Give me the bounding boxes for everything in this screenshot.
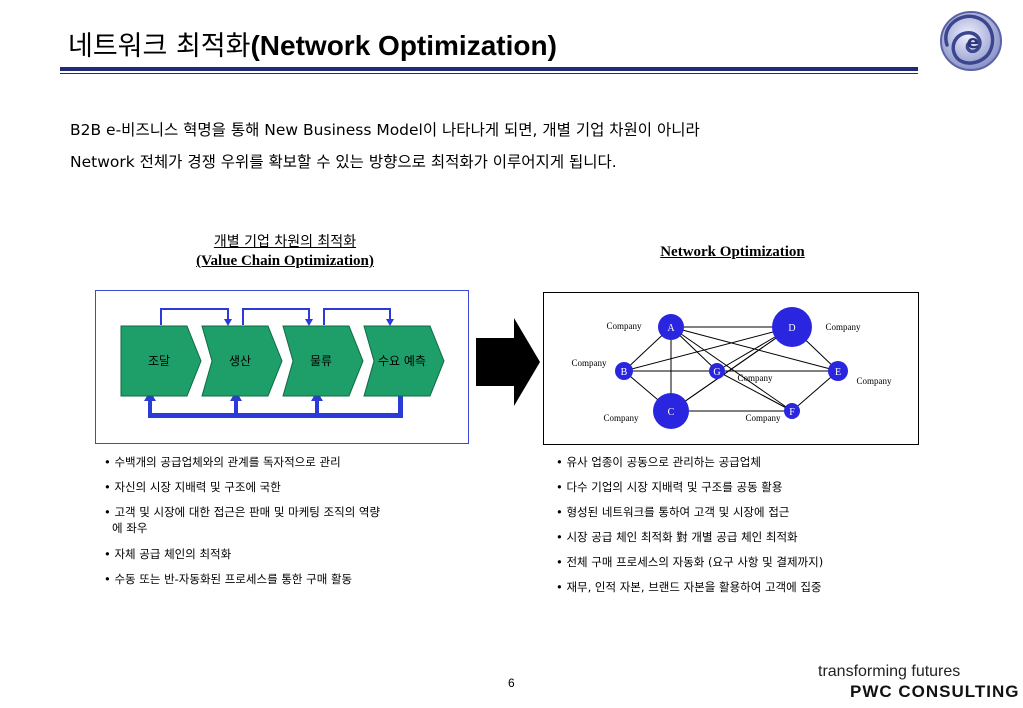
list-item: • 전체 구매 프로세스의 자동화 (요구 사항 및 결제까지) [556, 555, 824, 569]
network-node-g [709, 363, 725, 379]
list-item: • 수백개의 공급업체와의 관계를 독자적으로 관리 [104, 455, 341, 469]
network-node-f [784, 403, 800, 419]
network-node-letter: A [667, 323, 675, 334]
feedback-arrows-top [160, 308, 391, 325]
list-item: • 형성된 네트워크를 통하여 고객 및 시장에 접근 [556, 505, 790, 519]
page-title: 네트워크 최적화(Network Optimization) [68, 24, 557, 63]
network-caption: Network Optimization [660, 244, 805, 260]
list-item: • 재무, 인적 자본, 브랜드 자본을 활용하여 고객에 집중 [556, 580, 822, 594]
intro-line-2: Network 전체가 경쟁 우위를 확보할 수 있는 방향으로 최적화가 이루… [70, 153, 617, 171]
network-node-c [653, 393, 689, 429]
list-item: • 유사 업종이 공동으로 관리하는 공급업체 [556, 455, 761, 469]
network-node-letter: D [788, 323, 795, 334]
value-chain-bullets: • 수백개의 공급업체와의 관계를 독자적으로 관리 • 자신의 시장 지배력 … [104, 455, 484, 605]
value-chain-step-shape [363, 325, 445, 397]
title-korean: 네트워크 최적화 [68, 31, 251, 62]
list-item: • 다수 기업의 시장 지배력 및 구조를 공동 활용 [556, 480, 783, 494]
network-node-company-label: Company [738, 373, 773, 383]
network-edge [791, 370, 839, 412]
list-item: • 수동 또는 반-자동화된 프로세스를 통한 구매 활동 [104, 572, 353, 586]
list-item: • 고객 및 시장에 대한 접근은 판매 및 마케팅 조직의 역량 [104, 505, 381, 519]
network-node-e [828, 361, 848, 381]
value-chain-step-shape [282, 325, 364, 397]
network-node-company-label: Company [607, 321, 642, 331]
list-item: 에 좌우 [112, 521, 148, 535]
network-node-company-label: Company [857, 376, 892, 386]
value-chain-step-label: 조달 [147, 353, 171, 368]
network-edge [623, 326, 793, 372]
value-chain-caption-english: (Value Chain Optimization) [196, 253, 374, 269]
tagline: transforming futures [818, 663, 961, 680]
network-node-company-label: Company [572, 358, 607, 368]
title-english: (Network Optimization) [250, 30, 557, 61]
network-edge [670, 326, 793, 412]
list-item: • 시장 공급 체인 최적화 對 개별 공급 체인 최적화 [556, 530, 798, 544]
feedback-arrows-bottom [144, 387, 403, 418]
e-swirl-logo-icon: e [940, 11, 1002, 71]
title-rule-thick [60, 67, 918, 71]
value-chain-step-shape [120, 325, 202, 397]
network-node-letter: G [713, 367, 720, 378]
network-node-b [615, 362, 633, 380]
list-item: • 자신의 시장 지배력 및 구조에 국한 [104, 480, 281, 494]
brand-logo: PWC CONSULTING [850, 682, 1020, 701]
network-node-company-label: Company [746, 413, 781, 423]
network-bullets: • 유사 업종이 공동으로 관리하는 공급업체 • 다수 기업의 시장 지배력 … [556, 455, 936, 605]
transition-arrow-icon [476, 318, 540, 406]
svg-text:e: e [967, 32, 979, 53]
list-item: • 자체 공급 체인의 최적화 [104, 547, 232, 561]
network-node-letter: F [789, 407, 795, 418]
network-node-company-label: Company [604, 413, 639, 423]
value-chain-step-shape [201, 325, 283, 397]
network-node-letter: E [835, 367, 841, 378]
value-chain-step-label: 수요 예측 [378, 353, 426, 368]
network-node-letter: B [621, 367, 628, 378]
value-chain-caption-korean: 개별 기업 차원의 최적화 [213, 234, 357, 250]
network-node-d [772, 307, 812, 347]
network-node-letter: C [668, 407, 675, 418]
network-edge [716, 370, 793, 412]
value-chain-diagram: 조달 생산 물류 수요 예측 [95, 290, 469, 444]
title-rule-thin [60, 73, 918, 74]
value-chain-step-label: 생산 [228, 353, 252, 368]
intro-line-1: B2B e-비즈니스 혁명을 통해 New Business Model이 나타… [70, 121, 700, 139]
network-node-a [658, 314, 684, 340]
network-node-company-label: Company [826, 322, 861, 332]
page-number: 6 [508, 676, 515, 690]
value-chain-step-label: 물류 [309, 353, 333, 368]
